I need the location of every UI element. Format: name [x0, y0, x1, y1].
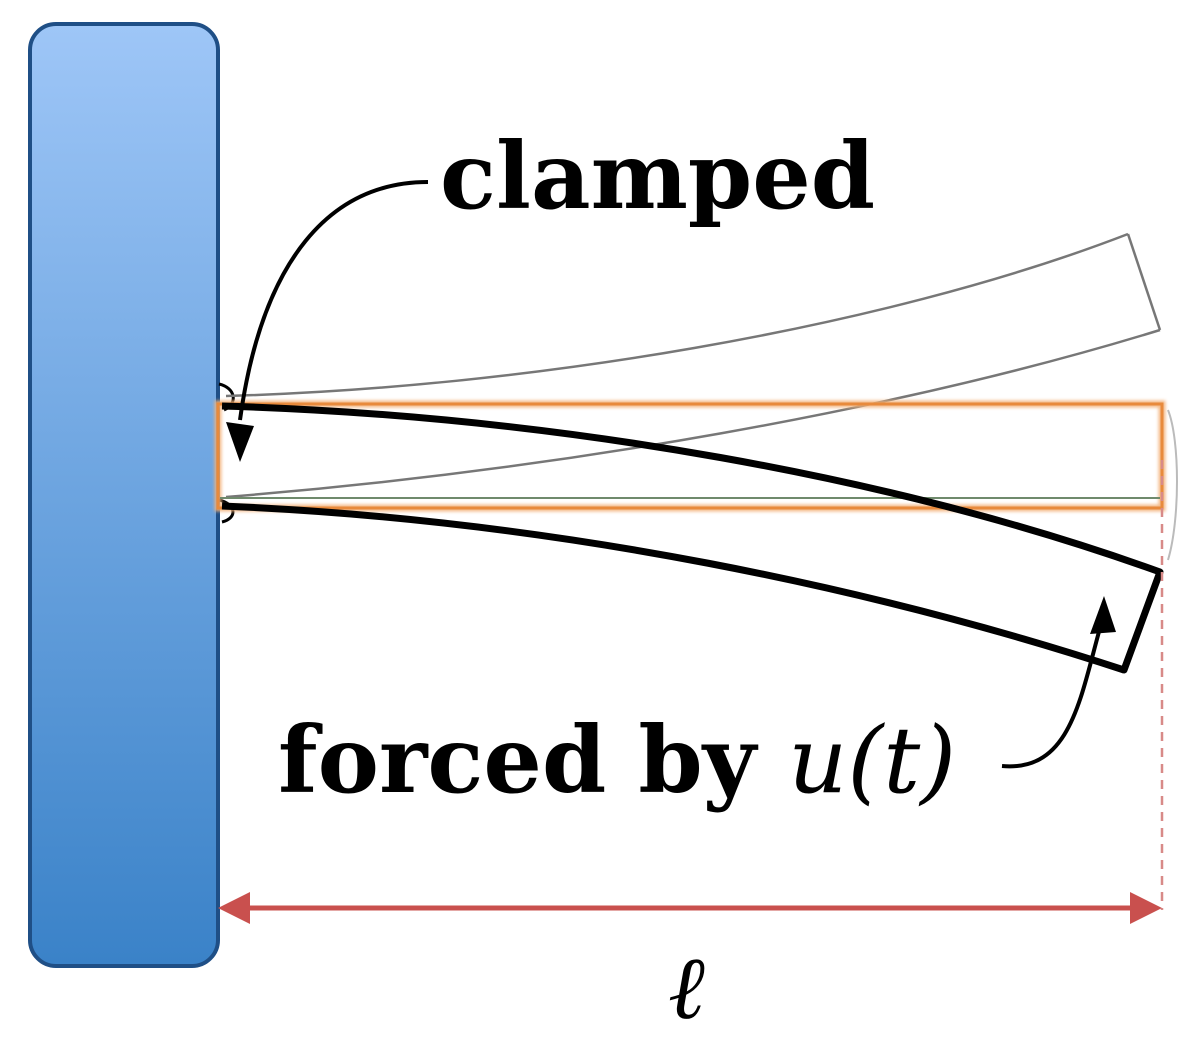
length-label: ℓ: [668, 936, 705, 1039]
curved-arrow-icon: [226, 180, 429, 462]
tip-arc: [1167, 409, 1178, 561]
ghost-beam-tip: [1126, 233, 1162, 331]
double-headed-arrow-icon: [218, 892, 1162, 924]
ghost-beam-upper: [225, 232, 1129, 398]
deflected-beam-tip: [1120, 568, 1164, 674]
deflected-beam-upper: [221, 402, 1162, 576]
forcing-function-label: u(t): [788, 707, 956, 814]
wall-support: [28, 22, 220, 968]
reference-beam-glow: [214, 400, 1166, 512]
clamped-label: clamped: [440, 122, 875, 230]
forced-by-label: forced by u(t): [278, 706, 956, 814]
forced-by-text: forced by: [278, 706, 788, 814]
ghost-beam-lower: [225, 328, 1161, 499]
curved-arrow-icon: [1001, 596, 1116, 769]
deflected-beam-lower: [221, 502, 1126, 674]
reference-beam: [216, 402, 1164, 510]
